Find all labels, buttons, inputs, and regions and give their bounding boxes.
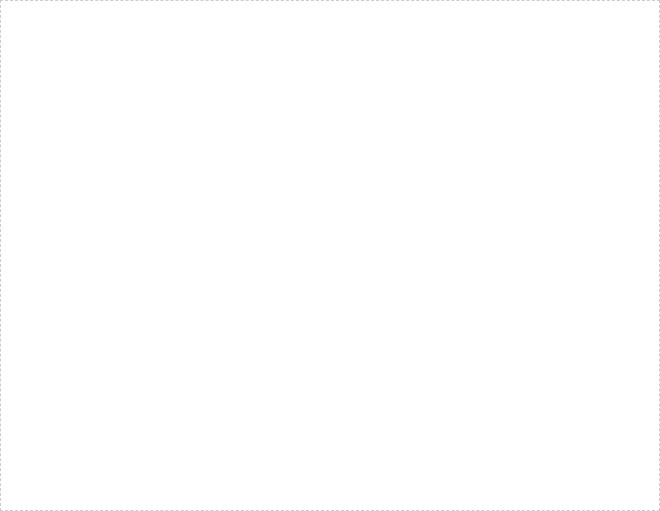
blank-canvas	[0, 0, 660, 511]
